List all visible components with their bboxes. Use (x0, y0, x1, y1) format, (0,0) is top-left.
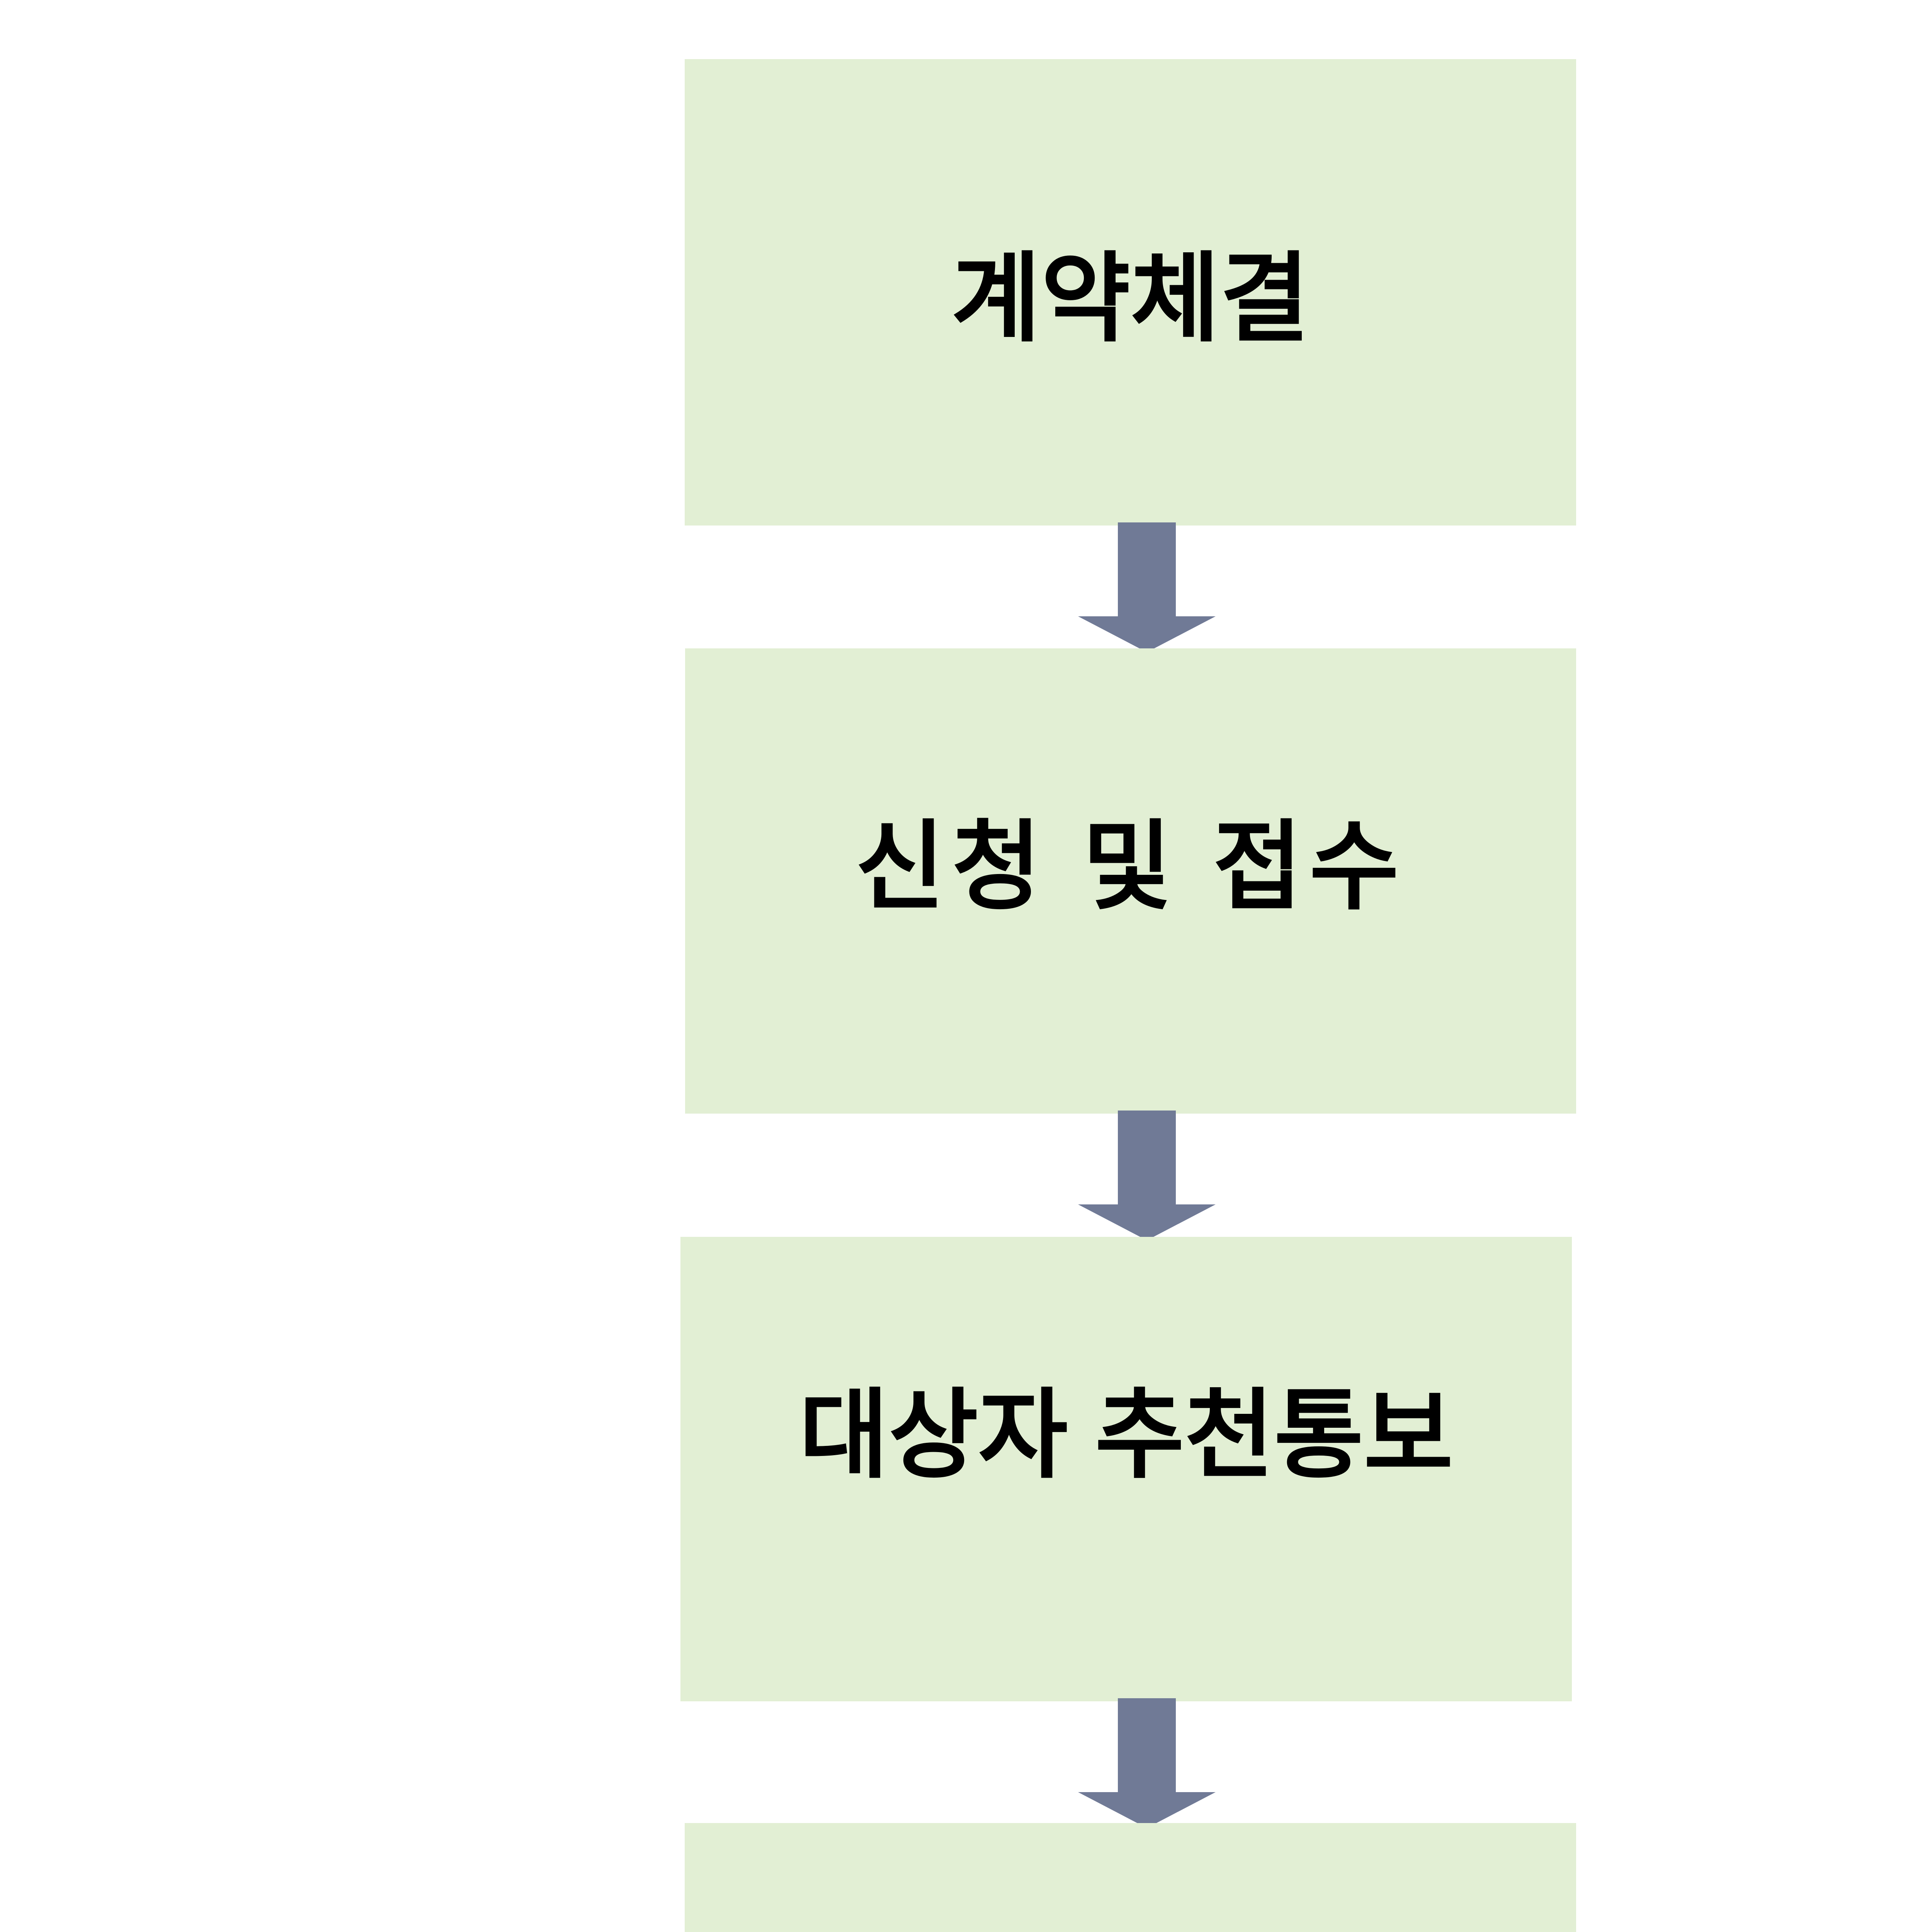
flowchart-node-recipient-recommendation-notice[interactable]: 대상자 추천통보 (680, 1237, 1572, 1701)
flowchart-node-label: 계약체결 (951, 245, 1310, 353)
flowchart-node-contract-signing[interactable]: 계약체결 (685, 59, 1576, 526)
flowchart-node-label: 신청 및 접수 (855, 813, 1406, 921)
arrow-down-icon (1078, 522, 1216, 652)
arrow-down-icon (1078, 1698, 1216, 1828)
flowchart-node-label: 대상자 추천통보 (799, 1381, 1453, 1490)
arrow-down-icon (1078, 1111, 1216, 1240)
flowchart-node-loan-application[interactable]: 대출신청 (685, 1823, 1576, 1932)
flowchart-node-application-receipt[interactable]: 신청 및 접수 (685, 648, 1576, 1114)
